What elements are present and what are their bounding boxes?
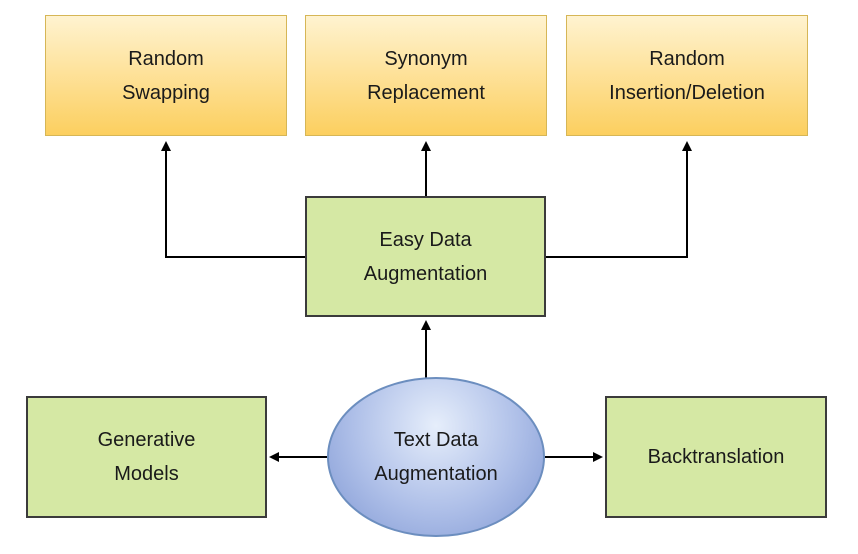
backtranslation-node: Backtranslation — [605, 396, 827, 518]
generative-models-label: Generative Models — [97, 429, 196, 485]
generative-models-node: Generative Models — [26, 396, 267, 518]
random-insertion-deletion-label: Random Insertion/Deletion — [609, 47, 765, 104]
easy-data-augmentation-label: Easy Data Augmentation — [363, 228, 488, 285]
easy-data-augmentation-node: Easy Data Augmentation — [305, 196, 546, 317]
random-insertion-deletion-node: Random Insertion/Deletion — [566, 15, 808, 136]
text-data-augmentation-label: Text Data Augmentation — [374, 429, 498, 485]
backtranslation-label: Backtranslation — [647, 446, 785, 468]
synonym-replacement-label: Synonym Replacement — [367, 47, 485, 104]
random-swapping-node: Random Swapping — [45, 15, 287, 136]
edge-eda-to-random-insertion-deletion — [546, 141, 692, 258]
text-data-augmentation-node: Text Data Augmentation — [327, 377, 545, 537]
synonym-replacement-node: Synonym Replacement — [305, 15, 547, 136]
random-swapping-label: Random Swapping — [122, 47, 210, 104]
edge-eda-to-random-swapping — [161, 141, 305, 258]
